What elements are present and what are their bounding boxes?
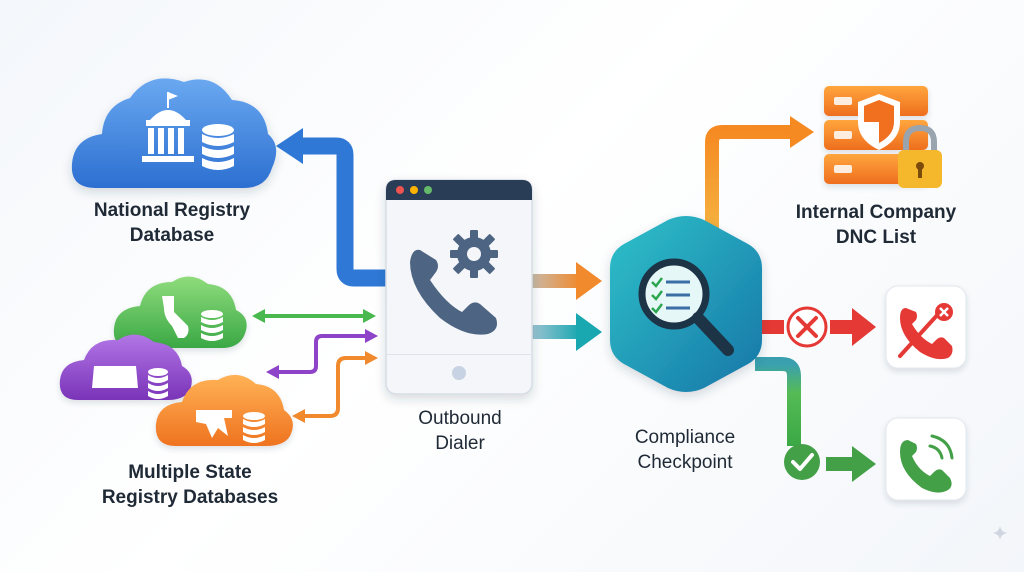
database-icon: [202, 124, 234, 170]
arrow-dialer-to-checkpoint-bottom: [532, 313, 602, 351]
shield-icon: [858, 94, 900, 150]
oregon-map-icon: [92, 366, 138, 388]
phone-ringing-icon: [900, 434, 954, 493]
arrow-checkpoint-to-dnc-list: [705, 116, 814, 232]
arrow-dialer-green-state: [252, 309, 376, 323]
phone-declined-icon: [898, 303, 953, 360]
state-registries-label-line2: Registry Databases: [101, 487, 279, 508]
arrow-checkpoint-to-allowed: [755, 357, 876, 482]
national-registry-cloud: [71, 78, 277, 188]
state-registries-label: Multiple State Registry Databases: [90, 460, 290, 510]
state-registry-cloud-maryland: [155, 374, 293, 446]
arrow-dialer-to-national-registry: [276, 128, 388, 287]
phone-handset-icon: [410, 249, 497, 335]
outbound-dialer-label-line1: Outbound: [418, 408, 502, 429]
state-registry-cloud-california: [113, 276, 247, 348]
national-registry-label-line2: Database: [129, 225, 215, 246]
window-home-button: [452, 366, 466, 380]
outbound-dialer-label: Outbound Dialer: [400, 406, 520, 456]
padlock-icon: [898, 124, 942, 188]
california-map-icon: [162, 296, 189, 338]
arrow-dialer-purple-state: [266, 329, 378, 379]
gear-icon: [450, 230, 498, 278]
compliance-checkpoint-label: Compliance Checkpoint: [610, 425, 760, 475]
outbound-dialer-label-line2: Dialer: [435, 433, 485, 454]
national-registry-label: National Registry Database: [80, 198, 264, 248]
window-maximize-dot: [424, 186, 432, 194]
checklist-icon: [651, 277, 690, 314]
database-icon: [148, 368, 168, 399]
outbound-dialer-window: [385, 179, 533, 395]
sparkle-icon: [993, 526, 1007, 540]
maryland-map-icon: [196, 410, 232, 438]
compliance-checkpoint-label-line1: Compliance: [634, 427, 736, 448]
database-icon: [243, 412, 265, 443]
national-registry-label-line1: National Registry: [93, 200, 251, 221]
window-close-dot: [396, 186, 404, 194]
x-circle-icon: [786, 306, 828, 348]
internal-dnc-list-label: Internal Company DNC List: [784, 200, 968, 250]
state-registries-label-line1: Multiple State: [128, 462, 252, 483]
internal-dnc-list-label-line2: DNC List: [835, 227, 917, 248]
arrow-dialer-orange-state: [292, 351, 378, 423]
state-registry-cloud-oregon: [59, 334, 192, 400]
check-circle-icon: [784, 444, 820, 480]
internal-dnc-list-label-line1: Internal Company: [795, 202, 957, 223]
arrow-dialer-to-checkpoint-top: [532, 262, 602, 300]
database-icon: [201, 310, 223, 341]
compliance-checkpoint-label-line2: Checkpoint: [637, 452, 733, 473]
capitol-building-icon: [142, 92, 194, 162]
window-minimize-dot: [410, 186, 418, 194]
arrow-checkpoint-to-blocked: [760, 308, 876, 346]
